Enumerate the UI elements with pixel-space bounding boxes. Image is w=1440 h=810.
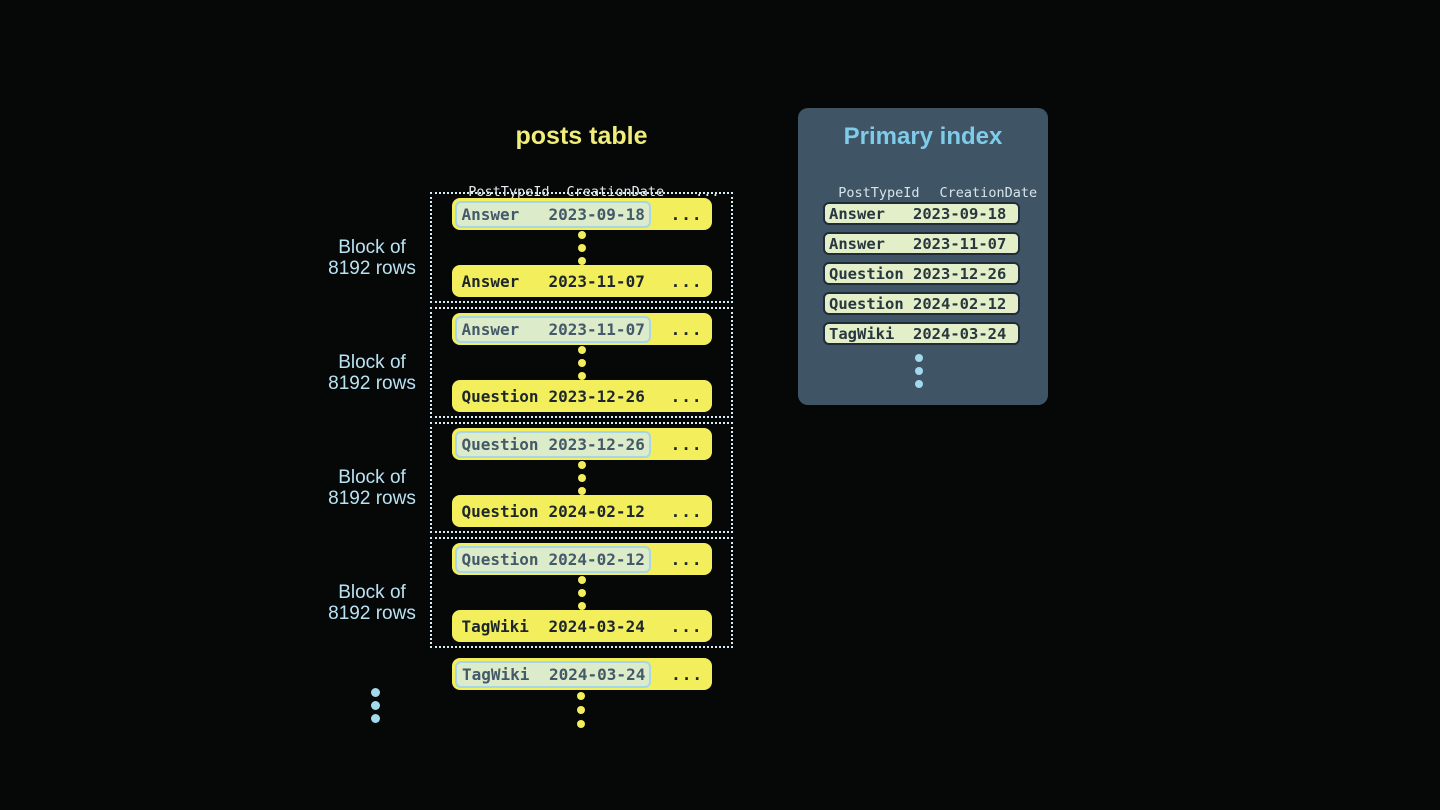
index-creation-date: 2023-11-07 [913,234,1007,253]
highlighted-key-box: Answer 2023-09-18 [454,200,651,228]
row-ellipsis: ... [670,271,703,291]
row-creation-date: 2023-12-26 [548,386,645,406]
row-creation-date: 2023-11-07 [548,271,645,291]
key-text: TagWiki 2024-03-24 [462,617,645,636]
table-row: Question 2023-12-26 ... [451,428,712,460]
table-row: Question 2024-02-12 ... [451,543,712,575]
index-creation-date: 2023-09-18 [913,204,1007,223]
index-creation-date: 2024-03-24 [913,324,1007,343]
column-header-posttypeid: PostTypeId [838,185,920,201]
block-label: Block of 8192 rows [306,467,438,509]
row-post-type: Question [461,434,539,454]
row-post-type: Question [461,549,539,569]
row-post-type: Question [461,501,539,521]
index-post-type: Answer [829,234,885,253]
posts-table-title: posts table [515,122,648,150]
row-ellipsis: ... [670,319,703,339]
block-1: Answer 2023-09-18 ... Answer 2023-11-07 ..… [430,192,733,303]
row-creation-date: 2024-02-12 [548,549,645,569]
block-label: Block of 8192 rows [306,582,438,624]
block-label-line2: 8192 rows [328,488,416,509]
row-post-type: TagWiki [461,616,529,636]
row-ellipsis: ... [670,434,703,454]
index-entry: Question 2023-12-26 [823,262,1020,285]
block-label-line1: Block of [338,352,406,373]
table-row: Answer 2023-09-18 ... [451,198,712,230]
table-row: Answer 2023-11-07 ... [451,313,712,345]
block-label-line2: 8192 rows [328,258,416,279]
table-continuation-dots-icon [577,692,585,734]
block-label-line1: Block of [338,467,406,488]
block-3: Question 2023-12-26 ... Question 2024-02-1… [430,422,733,533]
highlighted-key-box: Question 2024-02-12 [454,545,651,573]
index-continuation-dots-icon [915,354,923,393]
primary-index-rows: Answer 2023-09-18 Answer 2023-11-07 Questi… [823,202,1020,352]
row-creation-date: 2023-11-07 [548,319,645,339]
posts-table-blocks: Answer 2023-09-18 ... Answer 2023-11-07 ..… [430,192,733,652]
index-post-type: Answer [829,204,885,223]
row-post-type: Answer [461,271,520,291]
column-header-creationdate: CreationDate [939,185,1038,201]
key-text: Question 2024-02-12 [462,502,645,521]
block-label: Block of 8192 rows [306,352,438,394]
index-entry: Answer 2023-09-18 [823,202,1020,225]
block-label-line1: Block of [338,582,406,603]
highlighted-key-box: TagWiki 2024-03-24 [455,660,652,688]
row-ellipsis: ... [670,501,703,521]
primary-index-column-headers: PostTypeId CreationDate [822,169,1037,201]
table-row: TagWiki 2024-03-24 ... [451,610,712,642]
row-creation-date: 2024-03-24 [549,664,646,684]
index-entry: Answer 2023-11-07 [823,232,1020,255]
row-ellipsis: ... [670,386,703,406]
row-post-type: Answer [461,319,520,339]
highlighted-key-box: Answer 2023-11-07 [454,315,651,343]
blocks-continuation-dots-icon [371,688,380,727]
index-post-type: Question [829,264,904,283]
row-ellipsis: ... [670,549,703,569]
highlighted-key-box: Question 2023-12-26 [454,430,651,458]
index-post-type: TagWiki [829,324,895,343]
index-creation-date: 2023-12-26 [913,264,1007,283]
table-row: Question 2024-02-12 ... [451,495,712,527]
table-row: Answer 2023-11-07 ... [451,265,712,297]
row-ellipsis: ... [671,664,703,684]
primary-index-title: Primary index [843,123,1003,150]
rows-continuation-dots-icon [577,460,586,495]
key-text: Question 2023-12-26 [462,387,645,406]
rows-continuation-dots-icon [577,230,586,265]
table-row: Question 2023-12-26 ... [451,380,712,412]
block-4: Question 2024-02-12 ... TagWiki 2024-03-24… [430,537,733,648]
row-creation-date: 2023-12-26 [548,434,645,454]
row-post-type: Answer [461,204,520,224]
index-entry: Question 2024-02-12 [823,292,1020,315]
key-text: Answer 2023-11-07 [462,272,645,291]
block-label-line2: 8192 rows [328,603,416,624]
row-post-type: TagWiki [462,664,530,684]
index-creation-date: 2024-02-12 [913,294,1007,313]
block-label-line2: 8192 rows [328,373,416,394]
row-creation-date: 2023-09-18 [548,204,645,224]
row-creation-date: 2024-02-12 [548,501,645,521]
row-ellipsis: ... [670,204,703,224]
block-label-line1: Block of [338,237,406,258]
rows-continuation-dots-icon [577,575,586,610]
index-post-type: Question [829,294,904,313]
block-2: Answer 2023-11-07 ... Question 2023-12-26 … [430,307,733,418]
table-row: TagWiki 2024-03-24 ... [452,658,712,690]
row-ellipsis: ... [670,616,703,636]
primary-index-panel [798,108,1048,405]
row-creation-date: 2024-03-24 [548,616,645,636]
row-post-type: Question [461,386,539,406]
block-label: Block of 8192 rows [306,237,438,279]
rows-continuation-dots-icon [577,345,586,380]
index-entry: TagWiki 2024-03-24 [823,322,1020,345]
